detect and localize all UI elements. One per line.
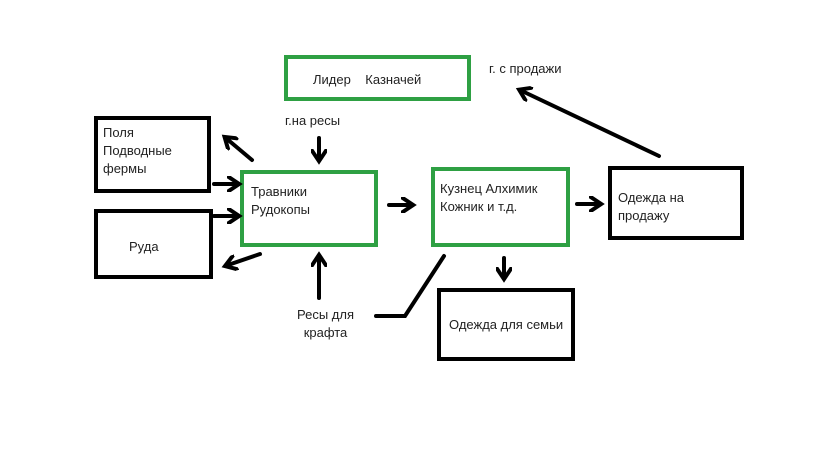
gatherers-box: Травники Рудокопы <box>240 170 378 247</box>
clothes-for-family-label: Одежда для семьи <box>449 317 564 332</box>
crafters-box: Кузнец Алхимик Кожник и т.д. <box>431 167 570 247</box>
ore-label: Руда <box>129 239 159 254</box>
clothes-for-sale-box: Одежда на продажу <box>608 166 744 240</box>
gold-for-resources-label: г.на ресы <box>285 113 341 128</box>
clothes-for-family-box: Одежда для семьи <box>437 288 575 361</box>
arrow-sale-to-gold <box>522 91 661 158</box>
fields-farms-label: Поля Подводные фермы <box>103 125 172 176</box>
line-crafters-to-resources <box>374 254 446 318</box>
arrow-gatherers-to-ore <box>228 252 262 265</box>
fields-farms-box: Поля Подводные фермы <box>94 116 211 193</box>
gold-from-sales-label: г. с продажи <box>489 61 562 76</box>
crafters-label: Кузнец Алхимик Кожник и т.д. <box>440 181 538 214</box>
leader-treasurer-box: Лидер Казначей <box>284 55 471 101</box>
clothes-for-sale-label: Одежда на продажу <box>618 190 685 223</box>
arrow-gatherers-to-fields <box>227 139 254 162</box>
ore-box: Руда <box>94 209 213 279</box>
gatherers-label: Травники Рудокопы <box>251 184 311 217</box>
leader-treasurer-label: Лидер Казначей <box>313 72 422 87</box>
resources-for-craft-label: Ресы для крафта <box>297 307 354 340</box>
